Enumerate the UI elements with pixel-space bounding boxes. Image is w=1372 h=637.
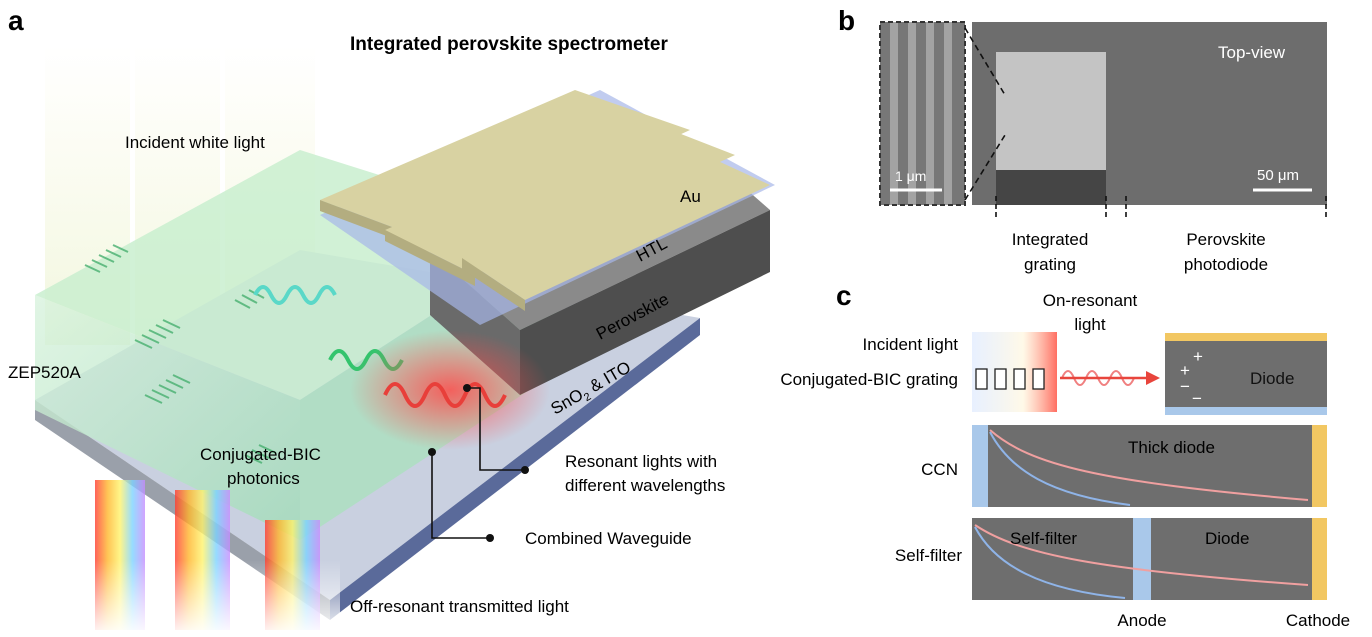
on-resonant-label-1: On-resonant <box>1043 291 1138 310</box>
diode2-label: Diode <box>1205 529 1249 548</box>
selffilter-row-label: Self-filter <box>895 546 962 565</box>
conjugated-grating-label: Conjugated-BIC grating <box>780 370 958 389</box>
red-glow <box>350 330 550 450</box>
diode-minus-1: − <box>1180 377 1190 396</box>
perovskite-photodiode-label-1: Perovskite <box>1186 230 1265 249</box>
ccn-box <box>972 425 1327 507</box>
waveguide-callout-line <box>431 452 490 539</box>
resonant-callout-dot <box>521 466 529 474</box>
panel-b: b 1 μm Top-view 50 μm Integrated grating <box>838 5 1327 274</box>
panel-a-letter: a <box>8 5 24 36</box>
selffilter-blue-curve <box>974 526 1126 599</box>
diode-plus-2: + <box>1180 361 1190 380</box>
au-label: Au <box>680 187 701 206</box>
selffilter-anode <box>1133 518 1151 600</box>
ccn-label: CCN <box>921 460 958 479</box>
topview-label: Top-view <box>1218 43 1286 62</box>
ccn-cathode <box>1312 425 1327 507</box>
au-electrode-1 <box>320 90 690 245</box>
perovskite-photodiode-label-2: photodiode <box>1184 255 1268 274</box>
thick-diode-label: Thick diode <box>1128 438 1215 457</box>
diode-plus-1: + <box>1193 347 1203 366</box>
photonics-label-1: Conjugated-BIC <box>200 445 321 464</box>
diode-minus-2: − <box>1192 389 1202 408</box>
diode-box <box>1165 333 1327 415</box>
ccn-blue-curve <box>989 431 1131 506</box>
sem-dark-strip <box>996 170 1106 205</box>
anode-label: Anode <box>1117 611 1166 630</box>
cathode-label: Cathode <box>1286 611 1350 630</box>
gratings <box>84 244 277 464</box>
incident-white-light-label: Incident white light <box>125 133 265 152</box>
diode-top-electrode <box>1165 333 1327 341</box>
perovskite-right <box>520 210 770 395</box>
grating-boxes <box>975 368 1045 390</box>
resonant-callout-line <box>467 387 525 471</box>
photonics-label-2: photonics <box>227 469 300 488</box>
waveguide-callout-dot <box>486 534 494 542</box>
red-wave <box>383 382 507 408</box>
selffilter-red-curve <box>974 524 1309 586</box>
substrate-side-right <box>330 318 700 620</box>
diode-bottom-electrode <box>1165 407 1327 415</box>
integrated-grating-label-2: grating <box>1024 255 1076 274</box>
panel-c-letter: c <box>836 280 852 311</box>
resonant-label-1: Resonant lights with <box>565 452 717 471</box>
resonant-callout-origin <box>463 384 471 392</box>
au-electrode-3-side <box>462 258 525 311</box>
sno2-sub: 2 <box>582 391 593 404</box>
waveguide-callout-origin <box>428 448 436 456</box>
au-electrode-2 <box>385 120 735 275</box>
panel-a: a Integrated perovskite spectrometer <box>8 5 775 637</box>
sem-inset-stripes <box>890 22 952 205</box>
zoom-line-bottom <box>964 134 1006 201</box>
zep-block-front <box>35 295 300 540</box>
zep-label: ZEP520A <box>8 363 81 382</box>
integrated-grating-label-1: Integrated <box>1012 230 1089 249</box>
rainbow-fade <box>80 560 340 637</box>
panel-a-title: Integrated perovskite spectrometer <box>350 34 668 55</box>
ccn-red-curve <box>989 429 1309 501</box>
cyan-wave <box>253 285 337 305</box>
off-resonant-label: Off-resonant transmitted light <box>350 597 569 616</box>
on-resonant-arrowhead <box>1146 371 1160 385</box>
au-electrode-3 <box>462 155 770 300</box>
panel-c: c On-resonant light Incident light Conju… <box>780 280 1350 630</box>
waveguide-label: Combined Waveguide <box>525 529 692 548</box>
incident-light-label: Incident light <box>863 335 959 354</box>
sem-inset-border <box>879 21 966 206</box>
diode-label: Diode <box>1250 369 1294 388</box>
inset-scale-label: 1 μm <box>895 168 926 184</box>
panel-b-letter: b <box>838 5 855 36</box>
selffilter-region-label: Self-filter <box>1010 529 1077 548</box>
region-markers <box>995 196 1327 220</box>
sem-grating-region <box>996 52 1106 170</box>
au-electrode-2-side <box>385 230 475 286</box>
on-resonant-label-2: light <box>1074 315 1105 334</box>
ccn-anode <box>972 425 988 507</box>
selffilter-cathode <box>1312 518 1327 600</box>
zoom-line-top <box>964 27 1006 96</box>
main-scale-label: 50 μm <box>1257 167 1299 184</box>
resonant-label-2: different wavelengths <box>565 476 725 495</box>
